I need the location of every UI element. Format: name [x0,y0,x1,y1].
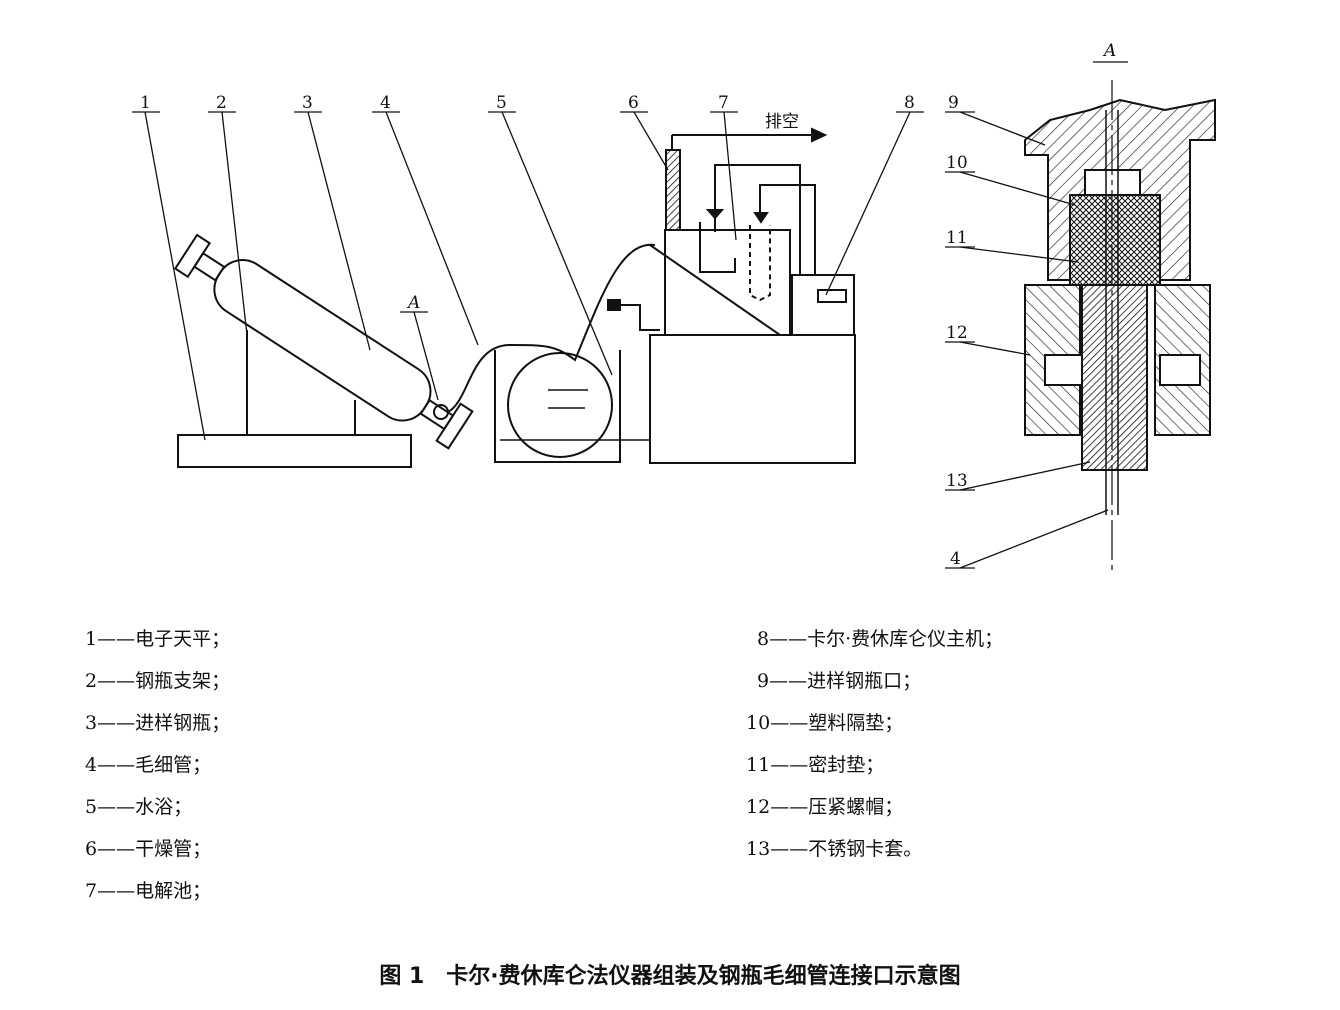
section-mark-top: A [1102,41,1116,61]
legend-item-13: 13——不锈钢卡套。 [746,838,923,860]
legend-item-4: 4——毛细管； [85,754,212,776]
drying-tube [665,149,681,231]
callout-2: 2 [216,93,227,113]
legend-item-6: 6——干燥管； [85,838,212,860]
callout-12: 12 [946,323,968,343]
callout-10: 10 [946,153,968,173]
section-a-detail [945,61,1216,570]
callout-9: 9 [948,93,959,113]
callout-11: 11 [946,228,968,248]
callout-4: 4 [380,93,391,113]
callout-6: 6 [628,93,639,113]
capillary-tube [447,243,656,413]
callout-8: 8 [904,93,915,113]
callout-5: 5 [496,93,507,113]
sample-cylinder [173,233,474,450]
callout-4-detail: 4 [950,549,961,569]
titrator-main-unit [649,334,856,464]
water-bath [494,350,621,463]
legend-item-10: 10——塑料隔垫； [746,712,904,734]
apparatus-diagram: 1 2 3 4 5 6 7 8 9 10 11 12 13 4 A A 排空 [132,41,1216,570]
callout-13: 13 [946,471,968,491]
vent-label: 排空 [765,112,799,132]
legend-item-3: 3——进样钢瓶； [85,712,231,734]
callout-1: 1 [140,93,151,113]
legend-item-8: 8——卡尔·费休库仑仪主机； [757,628,1004,650]
figure-caption: 图 1 卡尔·费休库仑法仪器组装及钢瓶毛细管连接口示意图 [379,964,961,989]
section-mark-left: A [406,293,420,313]
legend-item-1: 1——电子天平； [85,628,231,650]
legend-item-12: 12——压紧螺帽； [746,796,904,818]
callout-7: 7 [718,93,729,113]
legend-item-5: 5——水浴； [85,796,193,818]
electrolytic-cell [664,229,791,336]
callout-3: 3 [302,93,313,113]
legend-item-2: 2——钢瓶支架； [85,670,231,692]
legend-item-11: 11——密封垫； [746,754,885,776]
balance-base [177,434,412,468]
legend-item-9: 9——进样钢瓶口； [757,670,922,692]
legend-item-7: 7——电解池； [85,880,212,902]
